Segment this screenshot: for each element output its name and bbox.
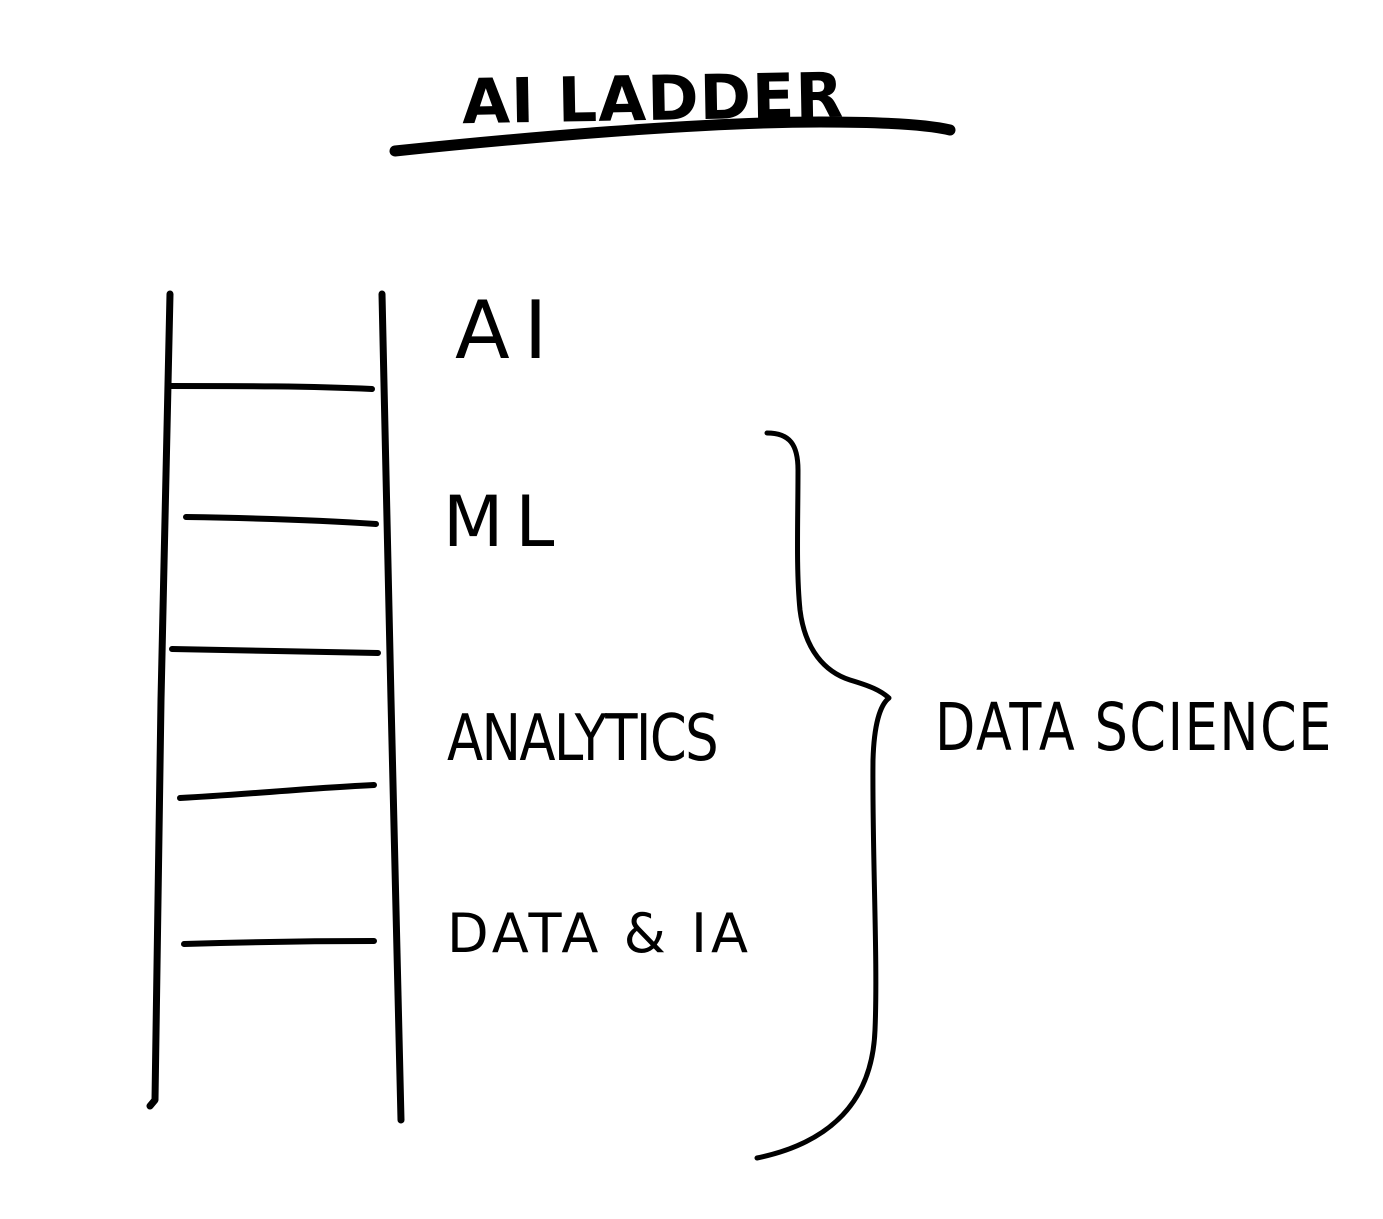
ladder-left-rail	[146, 290, 174, 1110]
ladder-rung	[181, 938, 377, 947]
ladder-rung	[169, 646, 381, 656]
rung-label-ml: ML	[443, 481, 566, 563]
ladder-rung	[167, 383, 375, 392]
ladder-rung	[183, 514, 379, 527]
ladder-rung	[177, 782, 377, 801]
brace-label-data-science: DATA SCIENCE	[935, 689, 1333, 766]
ladder-right-rail	[378, 290, 405, 1124]
rung-label-data-ia: DATA & IA	[447, 902, 752, 965]
title-underline	[389, 116, 956, 157]
data-science-brace	[754, 430, 892, 1161]
rung-label-analytics: ANALYTICS	[447, 702, 717, 776]
rung-label-ai: AI	[455, 284, 561, 377]
